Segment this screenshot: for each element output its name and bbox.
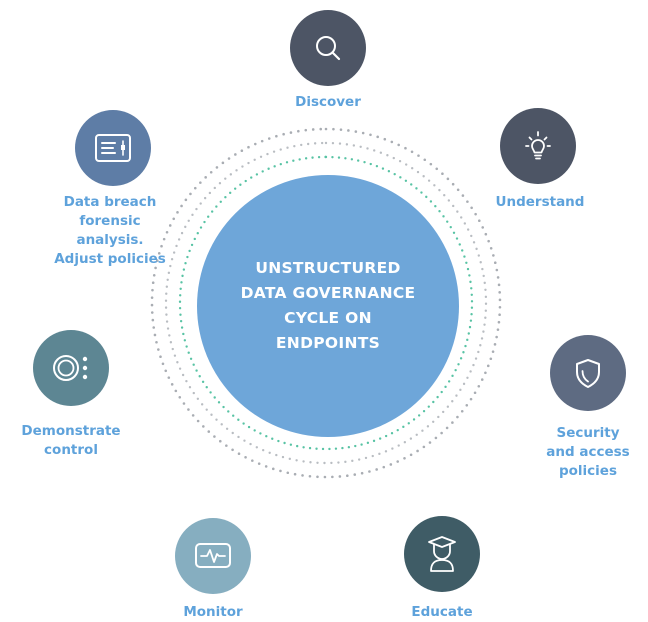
center-title: UNSTRUCTURED DATA GOVERNANCE CYCLE ON EN…: [240, 259, 416, 352]
outer-ring-arc: [150, 127, 502, 479]
security-label: Security and access policies: [546, 425, 630, 479]
security-node[interactable]: [550, 335, 626, 411]
forensic-node[interactable]: [75, 110, 151, 186]
report-icon: [95, 134, 131, 162]
demonstrate-node[interactable]: [33, 330, 109, 406]
educate-node[interactable]: [404, 516, 480, 592]
educate-label: Educate: [411, 604, 473, 620]
lightbulb-icon: [525, 131, 551, 160]
shield-icon: [576, 359, 600, 388]
center-circle: UNSTRUCTURED DATA GOVERNANCE CYCLE ON EN…: [197, 175, 459, 437]
middle-ring-arc: [164, 141, 488, 465]
monitor-node[interactable]: [175, 518, 251, 594]
demonstrate-label: Demonstrate control: [21, 423, 121, 458]
forensic-label: Data breach forensic analysis. Adjust po…: [54, 194, 166, 267]
understand-label: Understand: [495, 194, 585, 210]
discover-node[interactable]: [290, 10, 366, 86]
control-icon: [53, 355, 88, 381]
inner-ring-arc: [178, 155, 474, 451]
search-icon: [316, 36, 341, 61]
discover-label: Discover: [295, 94, 361, 110]
graduate-icon: [428, 536, 456, 572]
monitor-pulse-icon: [195, 543, 231, 568]
monitor-label: Monitor: [183, 604, 243, 620]
understand-node[interactable]: [500, 108, 576, 184]
